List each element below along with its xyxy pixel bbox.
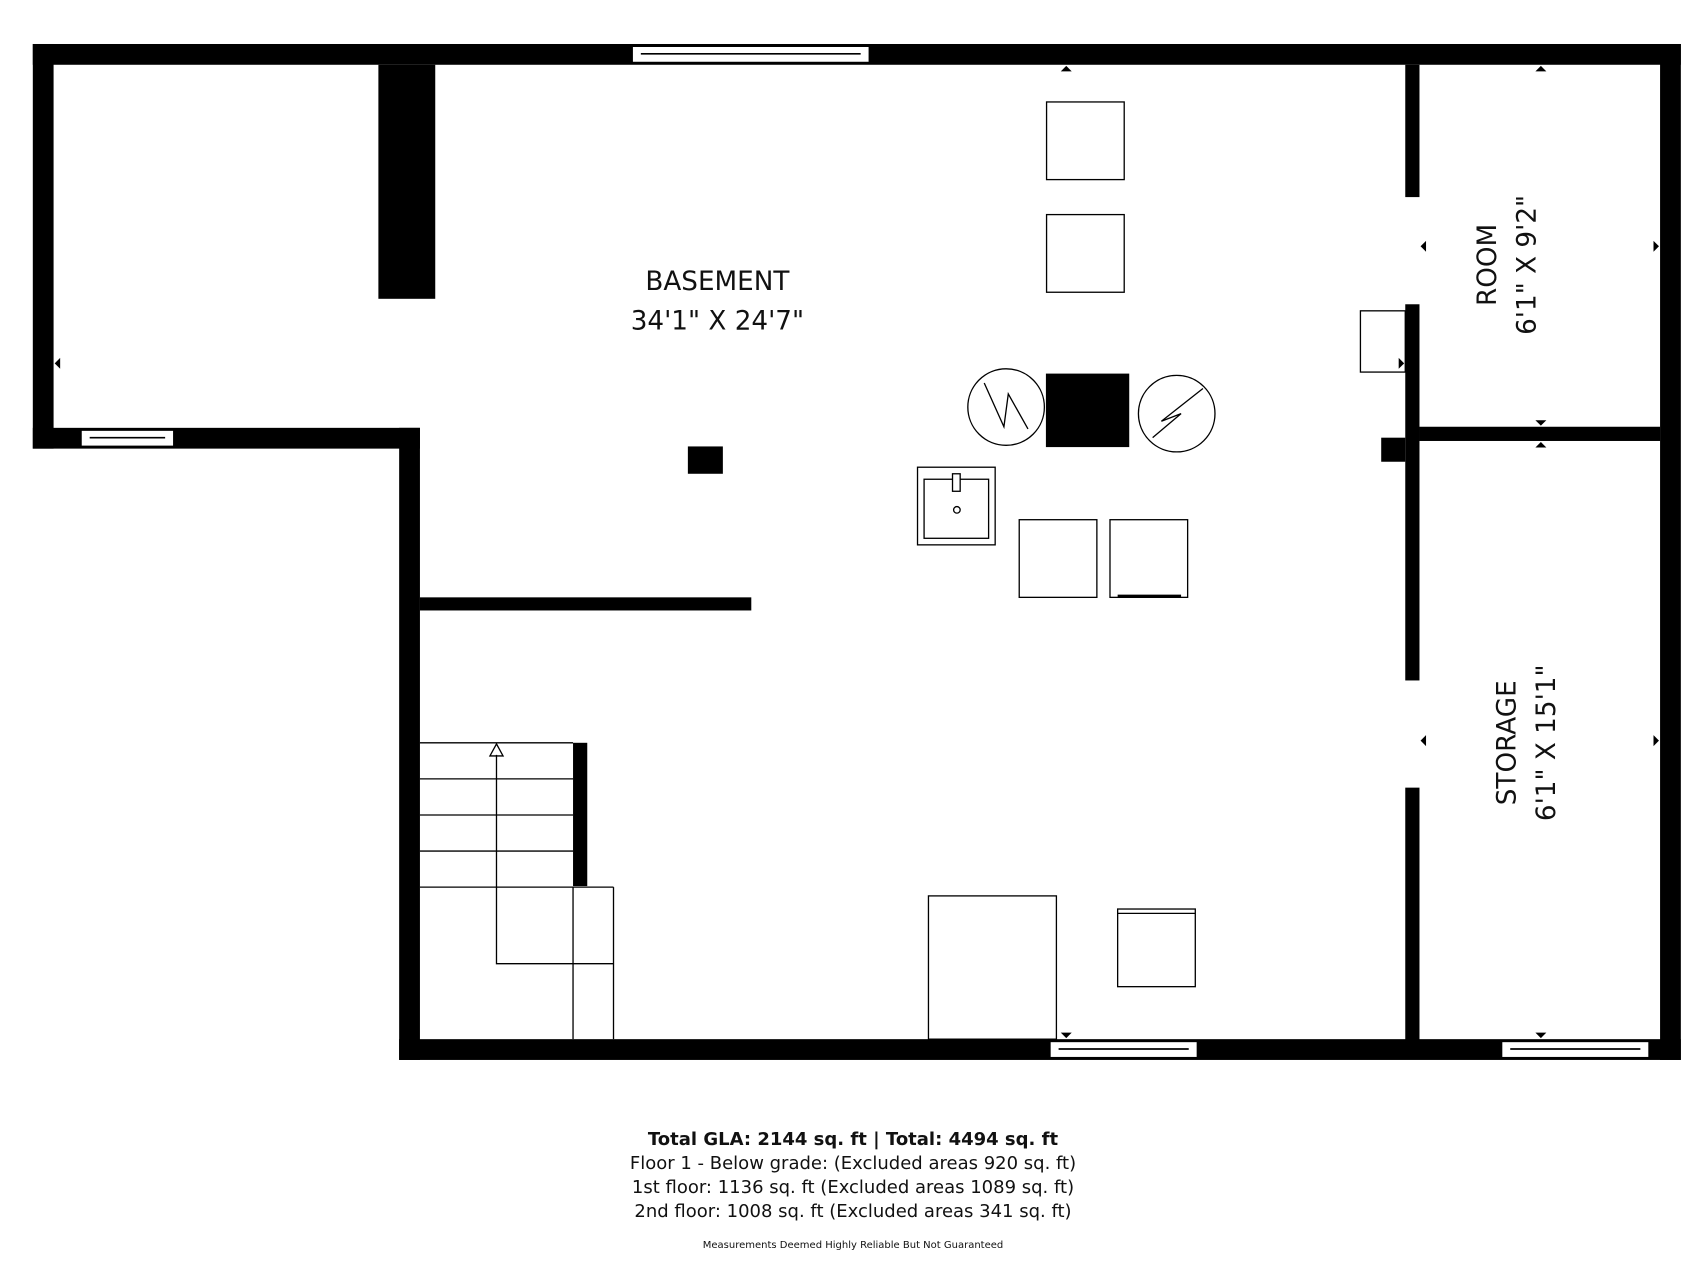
walls <box>32 43 1681 1060</box>
wall-inner-left <box>399 427 420 1060</box>
dryer <box>1109 519 1189 599</box>
wall-bottom <box>399 1039 1681 1060</box>
wall-left <box>32 43 54 449</box>
appliance-2 <box>1045 213 1125 293</box>
water-heater-icon-2 <box>1137 374 1216 453</box>
total-area: Total GLA: 2144 sq. ft | Total: 4494 sq.… <box>647 1129 1059 1150</box>
wall-block <box>1381 437 1406 462</box>
markers <box>54 65 1659 1039</box>
room-name-room: ROOM <box>1473 224 1503 306</box>
room-dims-storage: 6'1" X 15'1" <box>1532 664 1562 821</box>
wall-divider-2 <box>1405 304 1420 681</box>
area-summary: Total GLA: 2144 sq. ft | Total: 4494 sq.… <box>0 1128 1706 1258</box>
washer <box>1018 519 1098 599</box>
wall-room-storage <box>1419 426 1661 441</box>
post <box>687 446 723 474</box>
room-name-storage: STORAGE <box>1493 680 1523 805</box>
wall-divider-3 <box>1405 787 1420 1051</box>
stair-wall <box>573 742 588 887</box>
disclaimer: Measurements Deemed Highly Reliable But … <box>702 1240 1004 1251</box>
wall-right <box>1660 43 1681 1060</box>
cabinet-bottom <box>927 895 1058 1040</box>
appliance-1 <box>1045 101 1125 181</box>
stair-arrow-icon <box>488 742 505 757</box>
room-dims-basement: 34'1" X 24'7" <box>631 306 804 336</box>
room-name-basement: BASEMENT <box>645 267 790 297</box>
stairs <box>419 742 615 1040</box>
room-dims-room: 6'1" X 9'2" <box>1512 195 1542 335</box>
box-bottom <box>1116 908 1196 988</box>
column <box>378 64 436 299</box>
cabinet-right <box>1359 310 1406 373</box>
windows <box>80 45 1650 1059</box>
floor-1: 1st floor: 1136 sq. ft (Excluded areas 1… <box>631 1177 1075 1198</box>
partial-wall <box>419 597 752 611</box>
furnace <box>1045 373 1130 448</box>
floor-below-grade: Floor 1 - Below grade: (Excluded areas 9… <box>629 1153 1077 1174</box>
fixtures <box>916 101 1406 1040</box>
floor-2: 2nd floor: 1008 sq. ft (Excluded areas 3… <box>634 1201 1072 1222</box>
wall-divider-1 <box>1405 64 1420 198</box>
